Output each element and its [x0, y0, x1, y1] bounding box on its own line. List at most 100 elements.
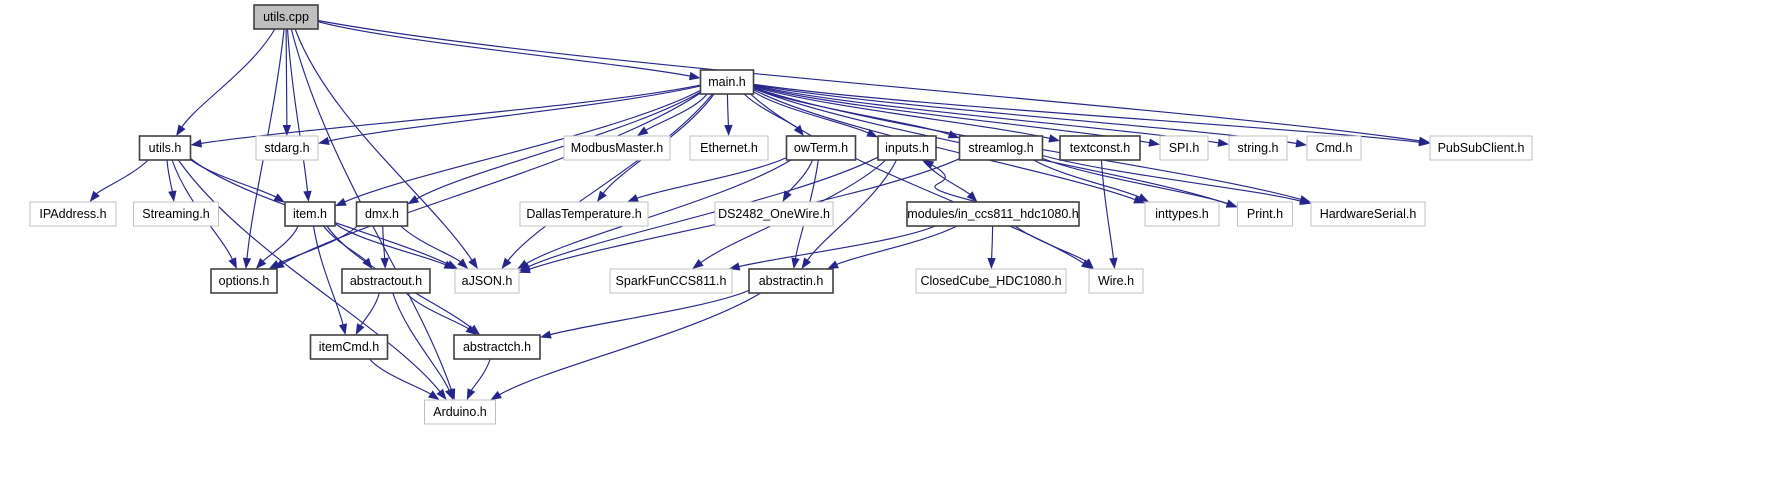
graph-node-spi-h[interactable]: SPI.h — [1159, 135, 1209, 161]
node-box[interactable] — [748, 268, 834, 294]
graph-node-dmx-h[interactable]: dmx.h — [355, 201, 409, 227]
graph-edge — [787, 159, 814, 194]
node-box[interactable] — [424, 399, 496, 425]
graph-edge — [835, 225, 958, 266]
node-box[interactable] — [1159, 135, 1209, 161]
node-box[interactable] — [210, 268, 278, 294]
graph-node-sparkfunccs811-h[interactable]: SparkFunCCS811.h — [609, 268, 733, 294]
node-box[interactable] — [138, 135, 192, 161]
edge-arrowhead — [255, 258, 267, 269]
edge-arrowhead — [866, 128, 878, 138]
graph-node-modbusmaster-h[interactable]: ModbusMaster.h — [563, 135, 671, 161]
graph-node-stdarg-h[interactable]: stdarg.h — [255, 135, 319, 161]
edge-arrowhead — [168, 190, 177, 202]
node-box[interactable] — [714, 201, 834, 227]
edge-arrowhead — [637, 126, 649, 136]
edge-arrowhead — [273, 193, 285, 203]
node-label: itemCmd.h — [319, 340, 379, 354]
node-box[interactable] — [1237, 201, 1293, 227]
edge-arrowhead — [468, 257, 478, 269]
graph-node-dallastemperature-h[interactable]: DallasTemperature.h — [519, 201, 649, 227]
node-box[interactable] — [915, 268, 1067, 294]
node-label: dmx.h — [365, 207, 399, 221]
graph-edge — [753, 83, 1421, 143]
node-box[interactable] — [253, 4, 319, 30]
graph-node-wire-h[interactable]: Wire.h — [1088, 268, 1144, 294]
node-box[interactable] — [699, 69, 755, 95]
node-label: options.h — [219, 274, 270, 288]
graph-node-item-h[interactable]: item.h — [284, 201, 336, 227]
edge-layer — [89, 19, 1430, 400]
node-box[interactable] — [563, 135, 671, 161]
node-label: ModbusMaster.h — [571, 141, 663, 155]
node-box[interactable] — [1429, 135, 1533, 161]
graph-edge — [369, 358, 432, 395]
edge-arrowhead — [987, 257, 996, 269]
graph-node-arduino-h[interactable]: Arduino.h — [424, 399, 496, 425]
edge-arrowhead — [228, 257, 237, 269]
graph-node-modules-in-ccs811-hdc1080-h[interactable]: modules/in_ccs811_hdc1080.h — [906, 201, 1080, 227]
node-label: DS2482_OneWire.h — [718, 207, 830, 221]
node-box[interactable] — [785, 135, 857, 161]
edge-arrowhead — [268, 259, 281, 269]
graph-node-ipaddress-h[interactable]: IPAddress.h — [29, 201, 117, 227]
graph-edge — [527, 156, 879, 268]
graph-node-textconst-h[interactable]: textconst.h — [1059, 135, 1141, 161]
graph-node-utils-cpp[interactable]: utils.cpp — [253, 4, 319, 30]
graph-node-streamlog-h[interactable]: streamlog.h — [958, 135, 1044, 161]
node-box[interactable] — [1088, 268, 1144, 294]
edge-arrowhead — [318, 136, 330, 146]
graph-node-abstractch-h[interactable]: abstractch.h — [453, 334, 541, 360]
node-box[interactable] — [255, 135, 319, 161]
edge-arrowhead — [1225, 199, 1238, 208]
graph-node-streaming-h[interactable]: Streaming.h — [133, 201, 219, 227]
graph-edge — [177, 159, 441, 393]
graph-edge — [1042, 154, 1302, 202]
graph-node-closedcube-hdc1080-h[interactable]: ClosedCube_HDC1080.h — [915, 268, 1067, 294]
graph-node-main-h[interactable]: main.h — [699, 69, 755, 95]
node-box[interactable] — [689, 135, 769, 161]
node-box[interactable] — [1228, 135, 1288, 161]
node-box[interactable] — [519, 201, 649, 227]
node-box[interactable] — [609, 268, 733, 294]
node-box[interactable] — [453, 334, 541, 360]
graph-node-inputs-h[interactable]: inputs.h — [877, 135, 937, 161]
graph-node-inttypes-h[interactable]: inttypes.h — [1144, 201, 1220, 227]
node-box[interactable] — [341, 268, 431, 294]
node-box[interactable] — [133, 201, 219, 227]
graph-node-pubsubclient-h[interactable]: PubSubClient.h — [1429, 135, 1533, 161]
node-box[interactable] — [309, 334, 389, 360]
graph-node-utils-h[interactable]: utils.h — [138, 135, 192, 161]
node-box[interactable] — [29, 201, 117, 227]
node-label: Cmd.h — [1316, 141, 1353, 155]
node-box[interactable] — [454, 268, 520, 294]
graph-node-owterm-h[interactable]: owTerm.h — [785, 135, 857, 161]
graph-node-hardwareserial-h[interactable]: HardwareSerial.h — [1310, 201, 1426, 227]
node-label: HardwareSerial.h — [1320, 207, 1417, 221]
graph-node-options-h[interactable]: options.h — [210, 268, 278, 294]
graph-node-ajson-h[interactable]: aJSON.h — [454, 268, 520, 294]
node-box[interactable] — [958, 135, 1044, 161]
graph-node-print-h[interactable]: Print.h — [1237, 201, 1293, 227]
node-box[interactable] — [284, 201, 336, 227]
node-box[interactable] — [355, 201, 409, 227]
node-label: owTerm.h — [794, 141, 848, 155]
edge-arrowhead — [407, 195, 420, 205]
graph-edge — [1042, 157, 1229, 205]
graph-node-abstractin-h[interactable]: abstractin.h — [748, 268, 834, 294]
graph-node-ethernet-h[interactable]: Ethernet.h — [689, 135, 769, 161]
graph-node-ds2482-onewire-h[interactable]: DS2482_OneWire.h — [714, 201, 834, 227]
graph-node-abstractout-h[interactable]: abstractout.h — [341, 268, 431, 294]
node-box[interactable] — [1059, 135, 1141, 161]
node-box[interactable] — [877, 135, 937, 161]
node-box[interactable] — [906, 201, 1080, 227]
graph-edge — [95, 159, 149, 195]
node-box[interactable] — [1144, 201, 1220, 227]
graph-node-string-h[interactable]: string.h — [1228, 135, 1288, 161]
node-box[interactable] — [1306, 135, 1362, 161]
graph-node-itemcmd-h[interactable]: itemCmd.h — [309, 334, 389, 360]
graph-node-cmd-h[interactable]: Cmd.h — [1306, 135, 1362, 161]
graph-edge — [726, 93, 729, 127]
edge-arrowhead — [1109, 257, 1118, 269]
node-box[interactable] — [1310, 201, 1426, 227]
